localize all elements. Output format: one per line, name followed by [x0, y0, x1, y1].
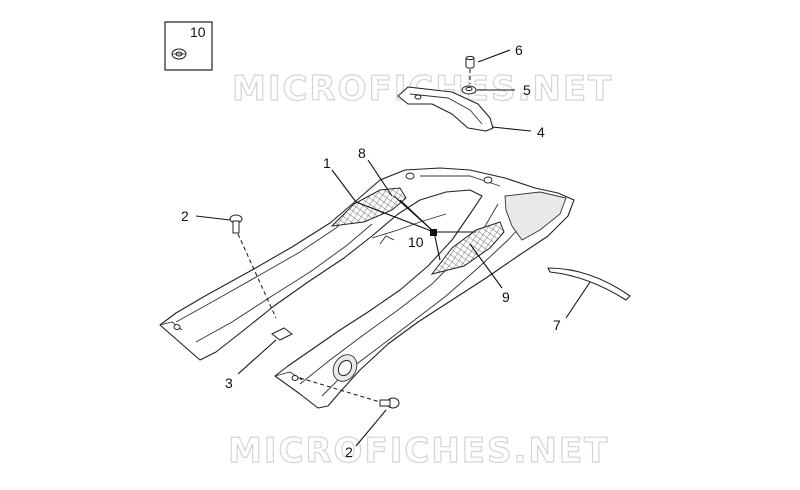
leader-10 [399, 199, 476, 261]
callout-2-top: 2 [181, 208, 189, 224]
nut-clip-icon [171, 48, 187, 60]
trim-strip-part [547, 267, 631, 319]
callout-1: 1 [323, 155, 331, 171]
clip-nut-part [237, 327, 293, 375]
leader-9 [469, 243, 503, 289]
bushing-part [465, 49, 511, 84]
callout-4: 4 [537, 124, 545, 140]
callout-8: 8 [358, 145, 366, 161]
screw-icon-bottom [299, 377, 400, 447]
inset-box: 10 [164, 21, 213, 71]
callout-7: 7 [553, 317, 561, 333]
grommet-part [461, 85, 515, 95]
grab-handle-part [397, 86, 532, 132]
right-mesh-grille-part [430, 221, 505, 275]
callout-9: 9 [502, 289, 510, 305]
screw-icon [195, 214, 277, 319]
callout-10: 10 [408, 234, 424, 250]
callout-3: 3 [225, 375, 233, 391]
inset-label: 10 [190, 24, 206, 40]
callout-2-bottom: 2 [345, 444, 353, 460]
callout-5: 5 [523, 82, 531, 98]
junction-marker [430, 229, 437, 236]
callout-6: 6 [515, 42, 523, 58]
watermark-bottom: MICROFICHES.NET [228, 431, 609, 471]
leader-1 [331, 169, 435, 233]
